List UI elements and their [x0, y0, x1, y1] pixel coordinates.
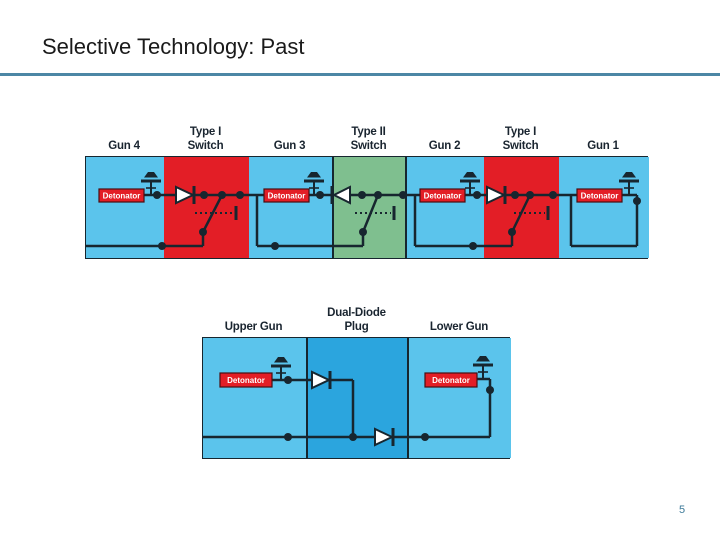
- detonator-boxes: Detonator Detonator Detonator Detonator: [98, 188, 623, 203]
- detonator-box: Detonator: [424, 372, 478, 388]
- svg-text:Detonator: Detonator: [268, 192, 306, 201]
- diode-right-icon: [374, 427, 395, 447]
- top-diagram-band: [85, 156, 649, 259]
- title-divider: [0, 73, 720, 76]
- ground-icons: [139, 170, 641, 197]
- diode-right-icon: [311, 370, 332, 390]
- detonator-box: Detonator: [419, 188, 466, 203]
- page-number: 5: [679, 504, 686, 516]
- detonator-box: Detonator: [263, 188, 310, 203]
- page-title: Selective Technology: Past: [42, 34, 305, 59]
- diode-right-icon: [175, 185, 196, 205]
- diode-icons: [311, 370, 395, 447]
- label-gun-2: Gun 2: [428, 140, 461, 152]
- detonator-box: Detonator: [219, 372, 273, 388]
- top-circuit-svg: Detonator Detonator Detonator Detonator: [85, 170, 641, 250]
- svg-text:Detonator: Detonator: [103, 192, 141, 201]
- circuit-wires: [202, 377, 492, 439]
- diode-right-icon: [486, 185, 507, 205]
- label-gun-4: Gun 4: [108, 140, 140, 152]
- svg-text:Detonator: Detonator: [432, 376, 470, 385]
- label-lower-gun: Lower Gun: [429, 321, 489, 333]
- label-upper-gun: Upper Gun: [224, 321, 283, 333]
- svg-text:Detonator: Detonator: [227, 376, 265, 385]
- detonator-box: Detonator: [98, 188, 145, 203]
- switch-arm: [201, 194, 224, 233]
- detonator-boxes: Detonator Detonator: [219, 372, 478, 388]
- svg-text:Detonator: Detonator: [581, 192, 619, 201]
- bottom-circuit-svg: Detonator Detonator: [202, 354, 495, 447]
- junction-dots: [153, 191, 641, 250]
- junction-dots: [284, 376, 494, 441]
- detonator-box: Detonator: [576, 188, 623, 203]
- label-gun-3: Gun 3: [273, 140, 306, 152]
- circuit-wires: [85, 193, 639, 248]
- label-gun-1: Gun 1: [587, 140, 619, 152]
- section-gun-1: [559, 157, 649, 258]
- switch-actuators: [195, 206, 550, 220]
- diode-left-icon: [330, 185, 351, 205]
- svg-text:Detonator: Detonator: [424, 192, 462, 201]
- diode-icons: [175, 185, 507, 205]
